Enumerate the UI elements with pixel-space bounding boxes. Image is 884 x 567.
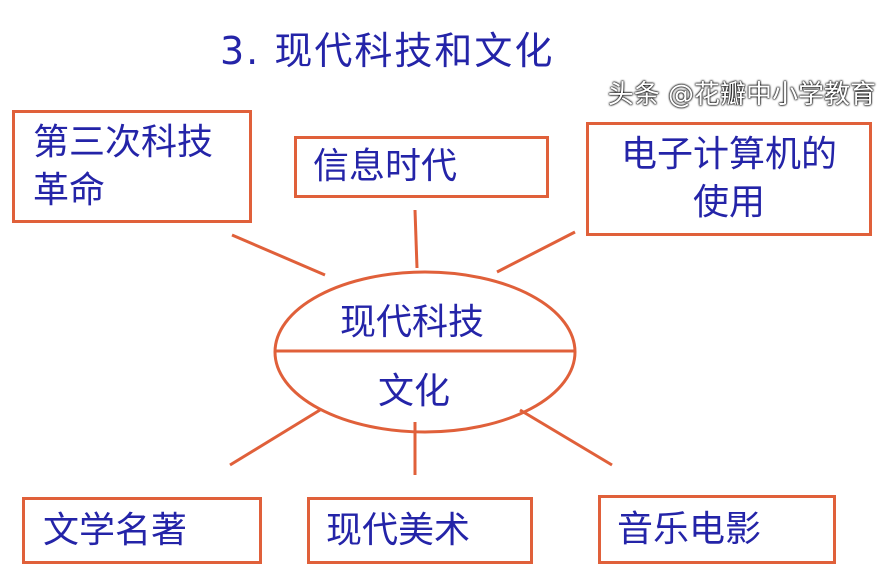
box-line: 电子计算机的 bbox=[620, 134, 837, 175]
box-line: 第三次科技 bbox=[33, 121, 214, 163]
box-line: 文学名著 bbox=[43, 509, 188, 551]
center-bottom-label: 文化 bbox=[378, 371, 451, 412]
box-line: 现代美术 bbox=[326, 509, 471, 551]
box-computer-use: 电子计算机的 使用 bbox=[586, 122, 872, 236]
center-top-label: 现代科技 bbox=[340, 302, 485, 343]
connector-line bbox=[413, 209, 419, 269]
box-third-tech-revolution: 第三次科技 革命 bbox=[12, 110, 252, 223]
connector-line bbox=[496, 230, 576, 274]
box-information-age: 信息时代 bbox=[294, 136, 549, 198]
box-music-film: 音乐电影 bbox=[598, 495, 836, 564]
watermark: 头条 @花瓣中小学教育 bbox=[607, 80, 876, 110]
connector-line bbox=[231, 233, 326, 277]
title: 3. 现代科技和文化 bbox=[220, 29, 555, 73]
box-line: 音乐电影 bbox=[617, 508, 762, 550]
box-line: 使用 bbox=[692, 182, 765, 223]
box-modern-art: 现代美术 bbox=[307, 497, 533, 564]
connector-line bbox=[519, 408, 613, 467]
box-line: 信息时代 bbox=[313, 146, 458, 187]
connector-line bbox=[229, 408, 321, 467]
box-line: 革命 bbox=[33, 169, 106, 211]
box-literature: 文学名著 bbox=[22, 497, 262, 564]
